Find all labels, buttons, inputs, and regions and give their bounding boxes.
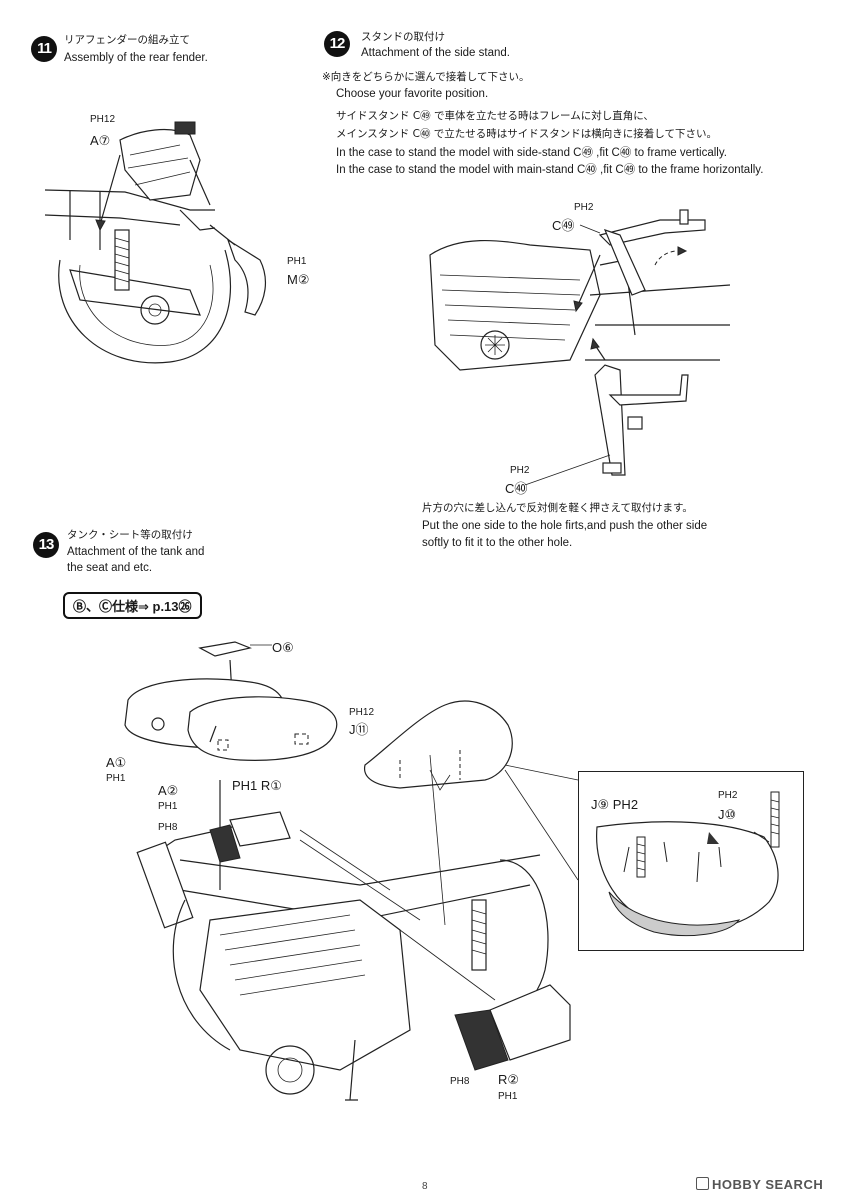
part-r2-ph-label: PH1 [498,1091,518,1102]
step-11-part-a7-label: A⑦ [90,133,111,148]
step-12-fit-note-en-1: Put the one side to the hole firts,and p… [422,520,708,532]
part-a1-ph-label: PH1 [106,773,126,784]
step-13-title-jp: タンク・シート等の取付け [67,529,193,541]
part-j9-label: J⑨ PH2 [591,797,639,812]
step-11-part-m2-label: M② [287,272,310,287]
part-ph8-bottom-label: PH8 [450,1076,470,1087]
step-12-note-en: Choose your favorite position. [336,88,489,100]
step-12-side-stand-jp: サイドスタンド C㊾ で車体を立たせる時はフレームに対し直角に、 [336,110,654,122]
step-12-part-c49-label: C㊾ [552,218,575,233]
step-12-side-stand-en: In the case to stand the model with side… [336,147,727,159]
step-11-title-en: Assembly of the rear fender. [64,52,208,64]
step-12-illustration [429,209,730,485]
step-11-ph12-label: PH12 [90,114,116,125]
part-j11-ph-label: PH12 [349,707,375,718]
part-a2-label: A② [158,783,179,798]
spec-reference-box: Ⓑ、Ⓒ仕様⇒ p.13㉖ [63,592,202,619]
part-j10-label: J⑩ [718,807,737,822]
hobby-search-watermark: HOBBY SEARCH [696,1177,823,1192]
step-11-illustration [44,121,267,364]
step-11-badge: 11 [31,36,57,62]
part-a1-label: A① [106,755,127,770]
step-12-fit-note-en-2: softly to fit it to the other hole. [422,537,573,549]
step-12-main-stand-en: In the case to stand the model with main… [336,164,764,176]
step-13-illustration [124,641,579,1101]
step-13-title-en-1: Attachment of the tank and [67,546,205,558]
step-12-part-c40-label: C㊵ [505,481,528,496]
step-12-title-en: Attachment of the side stand. [361,47,510,59]
inset-detail-box [578,771,804,951]
watermark-text: HOBBY SEARCH [712,1177,824,1192]
step-11-title-jp: リアフェンダーの組み立て [64,34,190,46]
part-j11-label: J⑪ [349,722,369,737]
step-13-badge: 13 [33,532,59,558]
step-12-badge: 12 [324,31,350,57]
step-13-title-en-2: the seat and etc. [67,562,153,574]
step-12-ph2-upper: PH2 [574,202,594,213]
watermark-logo-icon [696,1177,709,1190]
part-r2-label: R② [498,1072,520,1087]
page-number: 8 [422,1181,428,1192]
step-12-main-stand-jp: メインスタンド C㊵ で立たせる時はサイドスタンドは横向きに接着して下さい。 [336,128,717,140]
part-r1-label: PH1 R① [232,778,282,793]
inset-seat-underside-illustration [596,791,780,937]
part-o6-label: O⑥ [272,640,294,655]
part-ph8-top-label: PH8 [158,822,178,833]
step-12-fit-note-jp: 片方の穴に差し込んで反対側を軽く押さえて取付けます。 [422,502,693,514]
step-12-note-jp: ※向きをどちらかに選んで接着して下さい。 [322,71,530,83]
step-12-ph2-lower: PH2 [510,465,530,476]
step-11-ph1-label: PH1 [287,256,307,267]
step-12-title-jp: スタンドの取付け [361,31,445,43]
part-a2-ph-label: PH1 [158,801,178,812]
part-j10-ph-label: PH2 [718,790,738,801]
